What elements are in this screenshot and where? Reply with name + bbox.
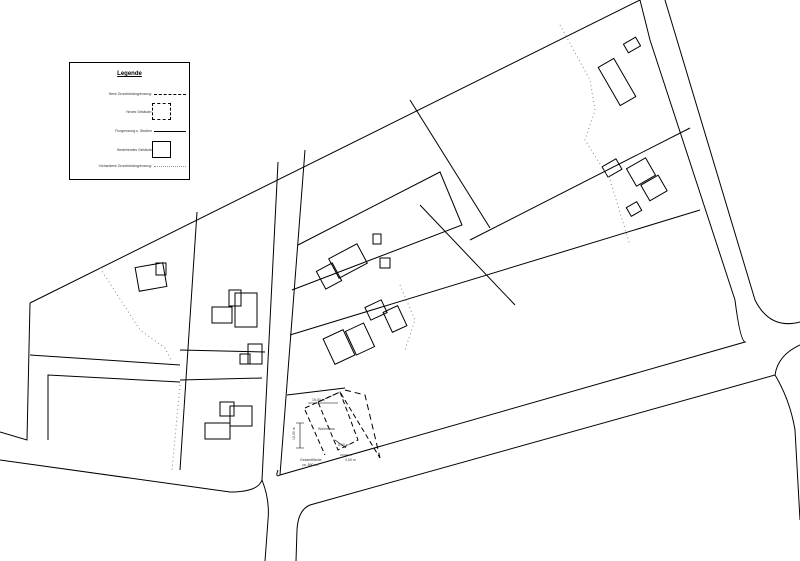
legend-label: Vorhandene Grundstücksgrenzung: — [98, 164, 152, 168]
new-building-symbol — [152, 103, 171, 120]
existing-building-symbol — [152, 141, 171, 158]
parcel-line — [419, 204, 516, 306]
parcel-line — [289, 209, 701, 336]
dimension-lines — [296, 402, 352, 456]
parcel-line — [409, 99, 491, 229]
road-edge-south — [295, 344, 800, 561]
parcel-line — [179, 377, 263, 381]
road-edge-south-block — [276, 299, 747, 477]
road-south-left — [261, 479, 269, 561]
parcel-line — [300, 125, 680, 160]
legend-label: Neues Gebäude: — [126, 110, 152, 114]
parcel-line — [179, 349, 266, 353]
road-edge-north — [29, 0, 641, 304]
road-vertical-right — [279, 149, 306, 476]
parcel-line — [29, 354, 181, 366]
parcel-west-low — [47, 374, 181, 440]
depth-dimension: 12,00 m — [292, 427, 296, 440]
road-edge-east-left — [639, 0, 736, 301]
existing-boundaries-dotted — [99, 24, 631, 471]
new-plot — [304, 389, 381, 459]
width-dimension: 15,00 m — [312, 398, 325, 402]
parcel-line — [291, 171, 463, 291]
legend-title: Legende — [117, 71, 142, 77]
parcel-line — [469, 127, 691, 241]
dimension-a: 5,00 m — [338, 443, 349, 447]
parcel-line — [286, 387, 346, 396]
new-building-outline — [317, 391, 359, 451]
building-label: Wohnhaus — [318, 427, 335, 431]
parcel-line — [179, 211, 198, 471]
solid-line-symbol — [154, 131, 186, 132]
road-edge-southeast — [774, 374, 800, 521]
legend-label: Bestehendes Gebäude — [117, 148, 152, 152]
area-value: ca. 860 m² — [302, 463, 319, 467]
legend: Legende Neue Grundstücksgrenzung: Neues … — [69, 62, 190, 180]
existing-buildings — [134, 36, 668, 440]
area-label: Gesamtfläche — [300, 458, 322, 462]
dashed-line-symbol — [154, 94, 186, 95]
road-west — [0, 302, 31, 441]
legend-label: Flurgrenzung u. Straßen — [115, 129, 152, 133]
dimension-b: 3,00 m — [345, 458, 356, 462]
road-edge-east-right — [664, 0, 800, 325]
dotted-line-symbol — [154, 166, 186, 167]
legend-label: Neue Grundstücksgrenzung: — [108, 92, 152, 96]
